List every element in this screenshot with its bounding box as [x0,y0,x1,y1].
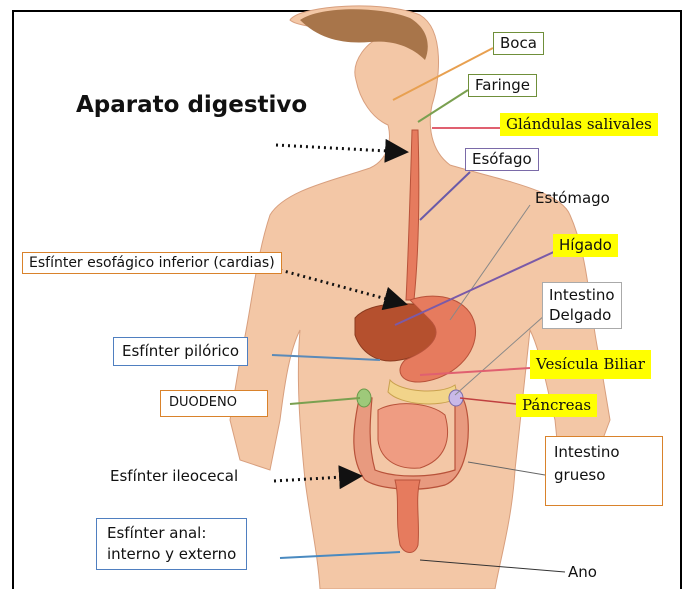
label-esfinter-anal: Esfínter anal: interno y externo [96,518,247,570]
label-esofago: Esófago [465,148,539,171]
label-vesicula-biliar: Vesícula Biliar [530,350,651,379]
label-pancreas: Páncreas [516,394,597,417]
label-ano: Ano [568,564,597,581]
diagram-title: Aparato digestivo [76,92,307,118]
label-estomago: Estómago [535,190,610,207]
label-esfinter-anal-line1: Esfínter anal: [107,523,236,544]
label-intestino-delgado-line1: Intestino [549,285,615,305]
label-intestino-grueso-line1: Intestino [554,441,654,464]
label-esfinter-pilorico: Esfínter pilórico [113,337,248,366]
label-boca: Boca [493,32,544,55]
small-intestine-shape [378,404,448,469]
label-intestino-grueso: Intestino grueso [545,436,663,506]
label-intestino-grueso-line2: grueso [554,464,654,487]
label-intestino-delgado: Intestino Delgado [542,282,622,329]
label-esfinter-anal-line2: interno y externo [107,544,236,565]
label-cardias: Esfínter esofágico inferior (cardias) [22,252,282,274]
label-glandulas-salivales: Glándulas salivales [500,113,658,136]
label-faringe: Faringe [468,74,537,97]
label-duodeno: DUODENO [160,390,268,417]
label-intestino-delgado-line2: Delgado [549,305,615,325]
label-esfinter-ileocecal: Esfínter ileocecal [110,468,238,485]
label-higado: Hígado [553,234,618,257]
